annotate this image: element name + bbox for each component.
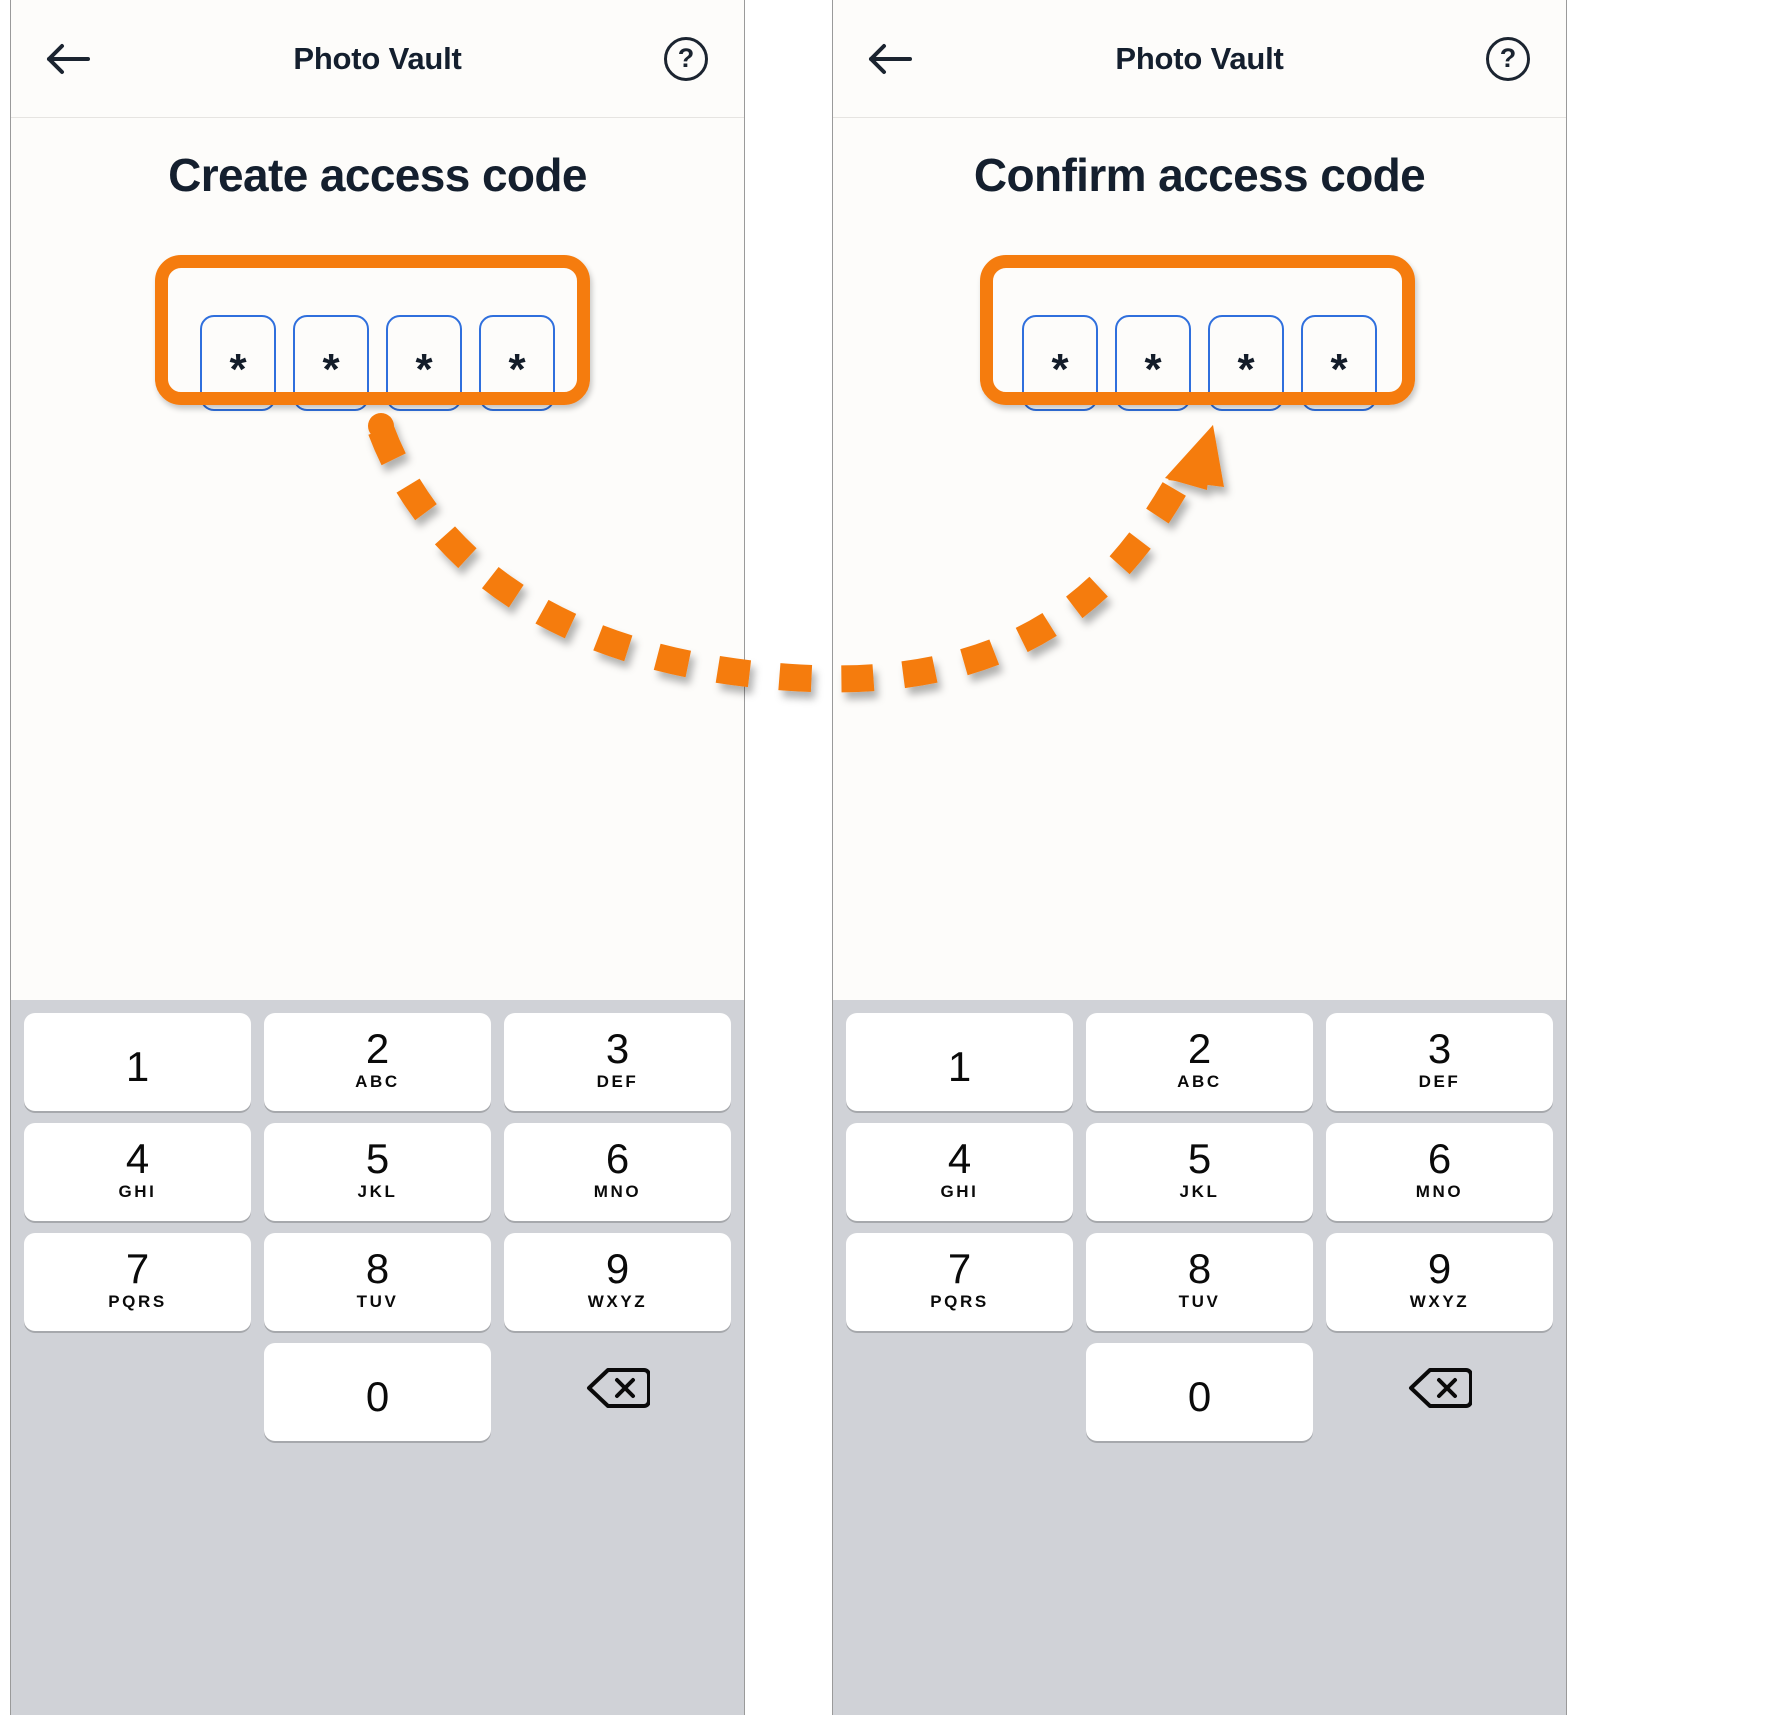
key-3[interactable]: 3 DEF (1326, 1013, 1553, 1111)
key-0[interactable]: 0 (1086, 1343, 1313, 1441)
key-9[interactable]: 9 WXYZ (1326, 1233, 1553, 1331)
phone-panel-create: Photo Vault ? Create access code * * * *… (10, 0, 745, 1715)
key-5[interactable]: 5 JKL (264, 1123, 491, 1221)
help-question-mark: ? (677, 43, 695, 73)
key-7[interactable]: 7 PQRS (24, 1233, 251, 1331)
pin-field-create[interactable]: * * * * (11, 315, 744, 411)
pin-cell[interactable]: * (479, 315, 555, 411)
key-2[interactable]: 2 ABC (264, 1013, 491, 1111)
help-icon[interactable]: ? (664, 36, 708, 81)
key-7[interactable]: 7 PQRS (846, 1233, 1073, 1331)
key-4[interactable]: 4 GHI (24, 1123, 251, 1221)
pin-cell[interactable]: * (1022, 315, 1098, 411)
page-title: Create access code (168, 149, 587, 201)
key-6[interactable]: 6 MNO (504, 1123, 731, 1221)
pin-cell[interactable]: * (1208, 315, 1284, 411)
keypad-row-last: 0 (24, 1343, 731, 1441)
app-bar-confirm: Photo Vault ? (833, 0, 1566, 118)
back-button[interactable] (41, 33, 93, 85)
arrow-left-icon (44, 42, 90, 76)
key-3[interactable]: 3 DEF (504, 1013, 731, 1111)
key-5[interactable]: 5 JKL (1086, 1123, 1313, 1221)
arrow-left-icon (866, 42, 912, 76)
backspace-delete-icon (1408, 1364, 1473, 1417)
pin-field-confirm[interactable]: * * * * (833, 315, 1566, 411)
keypad-row: 1 2 ABC 3 DEF (846, 1013, 1553, 1111)
pin-cell[interactable]: * (1115, 315, 1191, 411)
key-backspace[interactable] (1326, 1343, 1553, 1441)
key-8[interactable]: 8 TUV (264, 1233, 491, 1331)
app-bar-title: Photo Vault (1115, 40, 1284, 76)
key-9[interactable]: 9 WXYZ (504, 1233, 731, 1331)
key-2[interactable]: 2 ABC (1086, 1013, 1313, 1111)
screen-body-create: Create access code * * * * (11, 148, 744, 1030)
pin-cell[interactable]: * (200, 315, 276, 411)
screen-body-confirm: Confirm access code * * * * (833, 148, 1566, 1030)
pin-cell[interactable]: * (293, 315, 369, 411)
help-question-mark: ? (1499, 43, 1517, 73)
numeric-keypad-confirm: 1 2 ABC 3 DEF 4 GHI 5 JKL (833, 1000, 1566, 1715)
phone-panel-confirm: Photo Vault ? Confirm access code * * * … (832, 0, 1567, 1715)
backspace-delete-icon (586, 1364, 651, 1417)
keypad-row: 1 2 ABC 3 DEF (24, 1013, 731, 1111)
keypad-row-last: 0 (846, 1343, 1553, 1441)
page-title: Confirm access code (973, 149, 1426, 201)
app-bar-title: Photo Vault (293, 40, 462, 76)
keypad-row: 7 PQRS 8 TUV 9 WXYZ (24, 1233, 731, 1331)
pin-cell[interactable]: * (1301, 315, 1377, 411)
keypad-row: 7 PQRS 8 TUV 9 WXYZ (846, 1233, 1553, 1331)
app-bar-create: Photo Vault ? (11, 0, 744, 118)
key-backspace[interactable] (504, 1343, 731, 1441)
key-blank (24, 1343, 251, 1441)
back-button[interactable] (863, 33, 915, 85)
numeric-keypad-create: 1 2 ABC 3 DEF 4 GHI 5 JKL (11, 1000, 744, 1715)
pin-row: * * * * (1022, 315, 1377, 411)
key-blank (846, 1343, 1073, 1441)
key-8[interactable]: 8 TUV (1086, 1233, 1313, 1331)
keypad-row: 4 GHI 5 JKL 6 MNO (846, 1123, 1553, 1221)
keypad-row: 4 GHI 5 JKL 6 MNO (24, 1123, 731, 1221)
key-1[interactable]: 1 (24, 1013, 251, 1111)
key-4[interactable]: 4 GHI (846, 1123, 1073, 1221)
key-6[interactable]: 6 MNO (1326, 1123, 1553, 1221)
key-1[interactable]: 1 (846, 1013, 1073, 1111)
key-0[interactable]: 0 (264, 1343, 491, 1441)
help-icon[interactable]: ? (1486, 36, 1530, 81)
pin-row: * * * * (200, 315, 555, 411)
pin-cell[interactable]: * (386, 315, 462, 411)
